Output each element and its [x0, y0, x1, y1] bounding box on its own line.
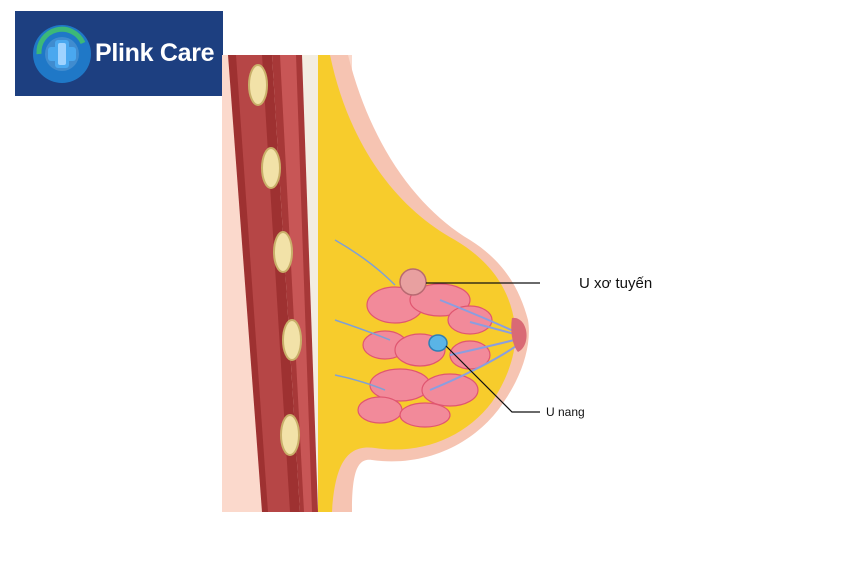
brand-logo: Plink Care: [15, 11, 223, 96]
fibroadenoma: [399, 268, 427, 296]
brand-name: Plink Care: [95, 39, 215, 67]
blood-vessels: [334, 239, 396, 391]
cyst-label: U nang: [546, 405, 585, 419]
fibroadenoma-label: U xơ tuyến: [579, 275, 653, 292]
ribs: [248, 64, 302, 456]
nipple: [511, 317, 527, 352]
cyst-leader: [445, 345, 540, 413]
medical-cross-icon: [33, 25, 91, 83]
cyst: [428, 334, 448, 352]
